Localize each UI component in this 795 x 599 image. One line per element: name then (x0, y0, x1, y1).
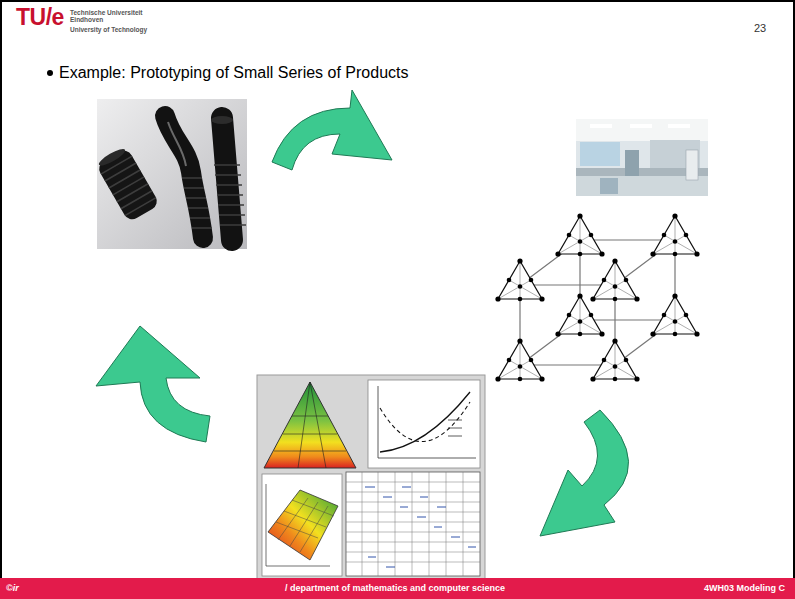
cycle-arrow (272, 90, 392, 170)
lab-photo (600, 178, 618, 194)
mixture-cube-design (590, 258, 639, 301)
lab-photo (576, 119, 708, 196)
hoses-photo (94, 99, 247, 249)
analysis-charts (362, 472, 463, 576)
analysis-charts (276, 498, 334, 552)
hoses-photo (182, 178, 212, 228)
hoses-photo (168, 122, 186, 166)
slide-title: Example: Prototyping of Small Series of … (59, 64, 409, 82)
analysis-charts (346, 472, 480, 576)
analysis-charts (266, 484, 330, 566)
analysis-charts (257, 375, 485, 580)
mixture-cube-design (495, 338, 544, 381)
hoses-photo (211, 116, 233, 124)
footer-course: 4WH03 Modeling C (704, 583, 785, 593)
page-number: 23 (754, 22, 766, 35)
logo-institution: Technische Universiteit Eindhoven (70, 9, 160, 24)
lab-photo (686, 150, 698, 180)
mixture-cube-design (555, 213, 604, 256)
mixture-cube-design (495, 213, 699, 381)
lab-photo (580, 142, 620, 166)
mixture-cube-design (495, 258, 544, 301)
hoses-photo (94, 145, 160, 223)
hoses-photo (165, 116, 203, 238)
mixture-cube-design (520, 240, 675, 365)
lab-photo (576, 119, 708, 141)
footer-bar (0, 578, 795, 599)
analysis-charts (257, 375, 485, 580)
footer-department: / department of mathematics and computer… (285, 583, 505, 593)
analysis-charts (378, 386, 476, 458)
bullet-dot (47, 70, 53, 76)
logo-subtitle: University of Technology (70, 26, 147, 33)
mixture-cube-design (650, 213, 699, 256)
analysis-charts (380, 392, 470, 452)
analysis-charts (346, 482, 480, 562)
hoses-photo (214, 165, 246, 225)
analysis-charts (262, 474, 342, 576)
hoses-photo (97, 146, 127, 168)
lab-photo (576, 119, 708, 196)
hoses-photo (222, 118, 232, 240)
analysis-charts (380, 402, 470, 442)
analysis-charts (264, 382, 356, 468)
mixture-cube-design (590, 338, 639, 381)
cycle-arrow (540, 410, 629, 536)
lab-photo (590, 124, 690, 128)
lab-photo (625, 150, 639, 176)
logo-wordmark: TU/e (16, 6, 64, 29)
hoses-photo (101, 156, 156, 216)
cycle-arrow (96, 326, 210, 442)
footer-copyright: ©ir (6, 583, 19, 593)
analysis-charts (365, 487, 476, 567)
mixture-cube-design (650, 293, 699, 336)
analysis-charts (448, 420, 462, 436)
analysis-charts (274, 382, 346, 468)
analysis-charts (368, 380, 480, 468)
mixture-cube-design (555, 293, 604, 336)
analysis-charts (268, 490, 338, 560)
